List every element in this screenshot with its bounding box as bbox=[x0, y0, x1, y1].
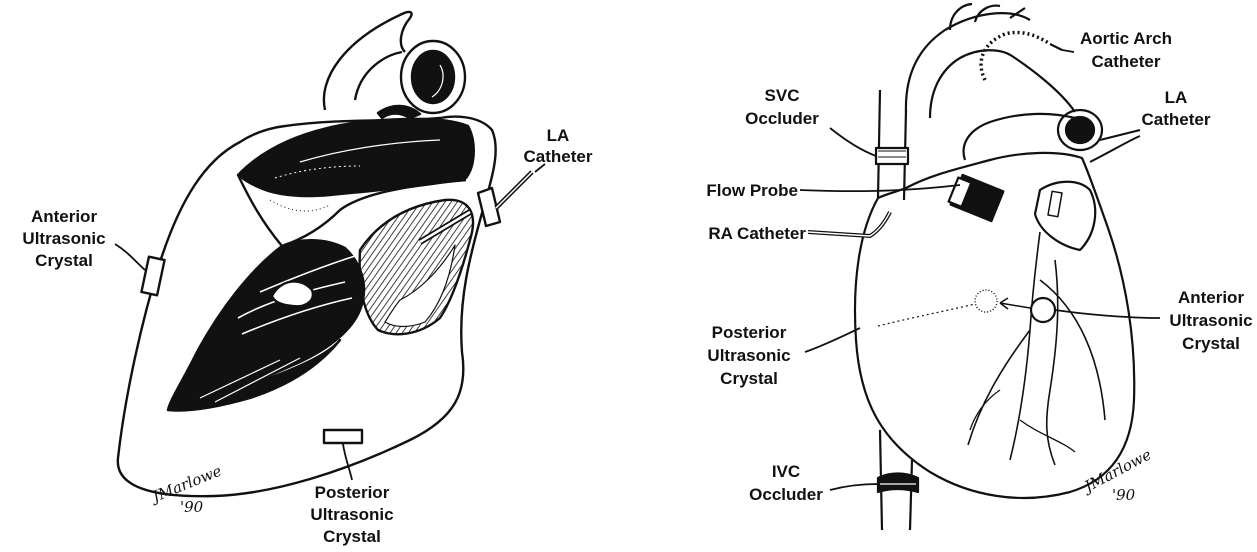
posterior-crystal-spot bbox=[975, 290, 997, 312]
right-label-la-catheter: LA Catheter bbox=[1142, 88, 1211, 129]
right-label-svc-occluder: SVC Occluder bbox=[745, 86, 876, 156]
aorta-outline bbox=[324, 12, 412, 110]
right-label-anterior-crystal: Anterior Ultrasonic Crystal bbox=[1055, 288, 1253, 353]
anterior-crystal-right bbox=[1031, 298, 1055, 322]
label-line: Catheter bbox=[1092, 52, 1161, 71]
right-label-aortic-arch-catheter: Aortic Arch Catheter bbox=[1062, 29, 1172, 71]
right-signature: JMarlowe '90 bbox=[1079, 445, 1155, 504]
label-line: Anterior bbox=[31, 207, 98, 226]
la-vessel-lumen bbox=[1066, 117, 1094, 143]
label-line: Crystal bbox=[323, 527, 381, 546]
label-line: LA bbox=[1165, 88, 1188, 107]
appendage bbox=[1035, 182, 1095, 250]
aortic-catheter-end bbox=[1050, 44, 1062, 50]
label-line: Occluder bbox=[749, 485, 823, 504]
label-line: Posterior bbox=[315, 483, 390, 502]
label-line: Crystal bbox=[35, 251, 93, 270]
vessel-connector bbox=[378, 106, 420, 118]
la-catheter-tube-inner bbox=[496, 172, 532, 208]
label-line: Crystal bbox=[1182, 334, 1240, 353]
aortic-branch bbox=[950, 4, 1025, 30]
heart-external-view bbox=[855, 4, 1140, 530]
left-signature: JMarlowe '90 bbox=[147, 462, 224, 516]
ivc-occluder bbox=[878, 474, 918, 493]
label-line: Aortic Arch bbox=[1080, 29, 1172, 48]
label-line: IVC bbox=[772, 462, 800, 481]
heart-cross-section bbox=[118, 12, 532, 496]
label-line: Ultrasonic bbox=[22, 229, 105, 248]
label-line: Occluder bbox=[745, 109, 819, 128]
label-line: SVC bbox=[765, 86, 800, 105]
posterior-crystal-marker bbox=[324, 430, 362, 443]
label-line: LA bbox=[547, 126, 570, 145]
aorta-inner bbox=[355, 52, 402, 100]
label-line: Ultrasonic bbox=[310, 505, 393, 524]
right-label-posterior-crystal: Posterior Ultrasonic Crystal bbox=[707, 323, 860, 388]
right-label-flow-probe: Flow Probe bbox=[706, 181, 960, 200]
septum-stipple bbox=[270, 200, 330, 211]
right-label-ivc-occluder: IVC Occluder bbox=[749, 462, 878, 504]
label-line: Flow Probe bbox=[706, 181, 798, 200]
svc-vessel bbox=[878, 90, 906, 200]
svc-occluder-band bbox=[876, 148, 908, 164]
crystal-arrow bbox=[1000, 298, 1030, 309]
label-line: Ultrasonic bbox=[1169, 311, 1252, 330]
appendage-detail bbox=[1048, 191, 1062, 216]
label-line: Ultrasonic bbox=[707, 346, 790, 365]
label-line: Catheter bbox=[1142, 110, 1211, 129]
la-catheter-tube-right bbox=[1090, 130, 1140, 162]
left-label-la-catheter: LA Catheter bbox=[524, 126, 593, 172]
label-line: Catheter bbox=[524, 147, 593, 166]
label-line: Anterior bbox=[1178, 288, 1245, 307]
label-line: Posterior bbox=[712, 323, 787, 342]
label-line: Crystal bbox=[720, 369, 778, 388]
label-line: RA Catheter bbox=[708, 224, 806, 243]
left-label-posterior-crystal: Posterior Ultrasonic Crystal bbox=[310, 444, 393, 546]
aortic-arch-inner bbox=[930, 50, 1075, 118]
crystal-sight-line bbox=[878, 304, 975, 326]
signature-year: '90 bbox=[180, 498, 204, 516]
aortic-arch bbox=[906, 13, 1030, 112]
signature-year: '90 bbox=[1112, 486, 1136, 504]
aortic-catheter-dotted bbox=[981, 32, 1050, 80]
left-label-anterior-crystal: Anterior Ultrasonic Crystal bbox=[22, 207, 145, 270]
upper-chamber bbox=[238, 119, 474, 196]
aortic-vessel-lumen bbox=[412, 51, 454, 103]
anterior-crystal-marker bbox=[141, 257, 164, 296]
